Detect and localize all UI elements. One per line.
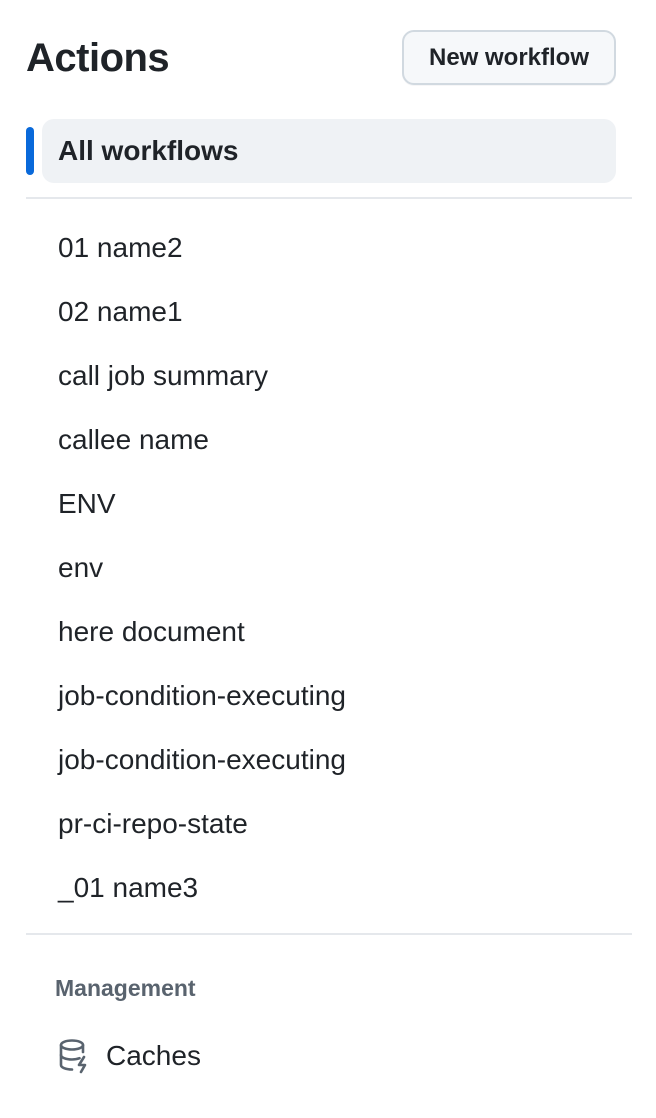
workflow-list: 01 name2 02 name1 call job summary calle…	[42, 216, 616, 920]
page-title: Actions	[26, 36, 170, 80]
workflow-item[interactable]: env	[58, 552, 104, 583]
sidebar-item-label: Caches	[106, 1040, 201, 1071]
workflow-item[interactable]: callee name	[58, 424, 209, 455]
new-workflow-button[interactable]: New workflow	[402, 30, 616, 85]
workflow-item[interactable]: pr-ci-repo-state	[58, 808, 248, 839]
workflow-item[interactable]: 01 name2	[58, 232, 183, 263]
selected-indicator	[26, 127, 34, 175]
database-icon	[58, 1038, 92, 1074]
workflow-item[interactable]: call job summary	[58, 360, 269, 391]
sidebar-item-caches[interactable]: Caches	[42, 1024, 616, 1088]
workflow-item[interactable]: job-condition-executing	[58, 680, 346, 711]
sidebar-item-label: All workflows	[58, 135, 239, 166]
sidebar-item-all-workflows[interactable]: All workflows	[42, 119, 616, 183]
management-heading: Management	[55, 975, 196, 1001]
sidebar-header: Actions New workflow	[26, 28, 616, 86]
workflow-item[interactable]: 02 name1	[58, 296, 183, 327]
workflow-item[interactable]: job-condition-executing	[58, 744, 346, 775]
divider	[26, 933, 632, 935]
workflow-item[interactable]: here document	[58, 616, 245, 647]
workflow-item[interactable]: ENV	[58, 488, 116, 519]
workflow-item[interactable]: _01 name3	[58, 872, 199, 903]
divider	[26, 197, 632, 199]
